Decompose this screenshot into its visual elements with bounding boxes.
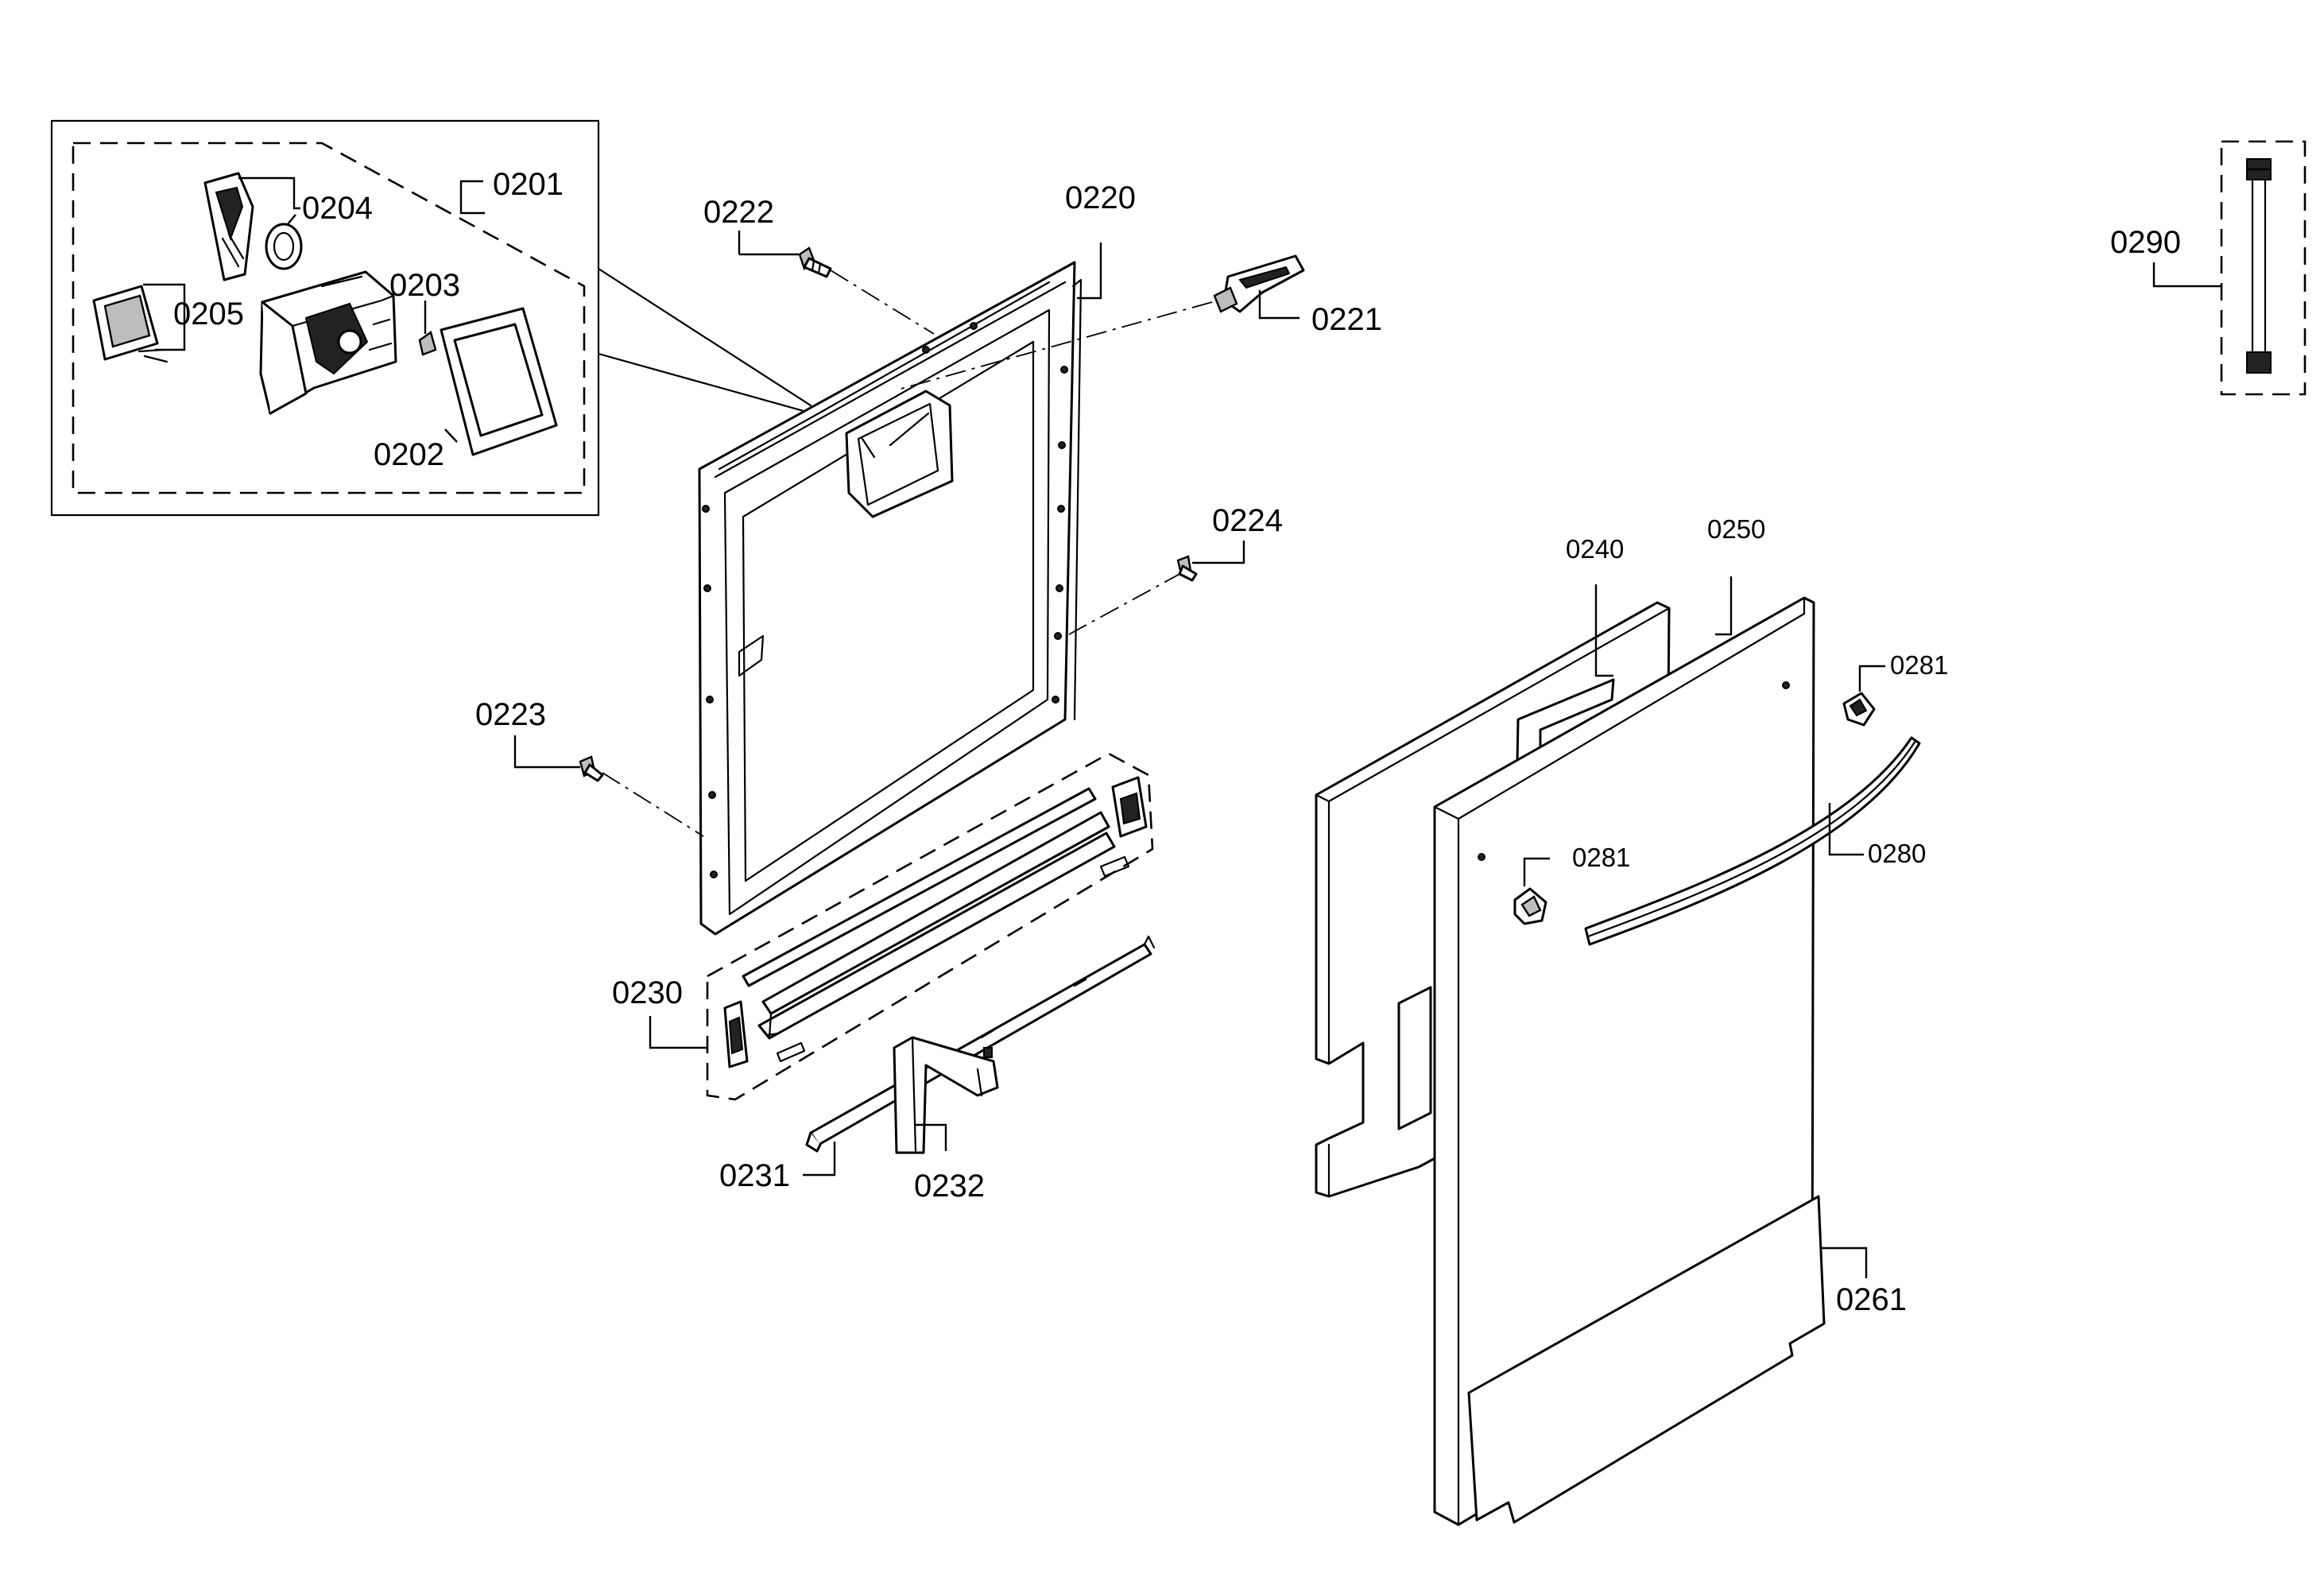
leader-0280 [1828, 803, 1864, 856]
part-0261-kick-plate [1467, 1195, 1826, 1524]
part-0280-handle [1584, 736, 1921, 946]
part-0281-end-cap-upper [1842, 692, 1876, 727]
label-0201: 0201 [493, 167, 564, 202]
label-0204: 0204 [302, 191, 373, 226]
leader-0232 [914, 1123, 947, 1151]
inset-dashed-outline [72, 142, 586, 494]
label-0224: 0224 [1212, 503, 1283, 538]
part-0205-cover-plate [92, 285, 168, 363]
label-0240: 0240 [1566, 534, 1624, 564]
leader-0205 [143, 283, 186, 351]
label-0290: 0290 [2110, 225, 2181, 260]
leader-0221 [1258, 290, 1300, 320]
label-0221: 0221 [1311, 302, 1382, 337]
label-0202: 0202 [374, 437, 444, 472]
label-0230: 0230 [612, 975, 683, 1010]
label-0281-lower: 0281 [1572, 843, 1630, 872]
part-0202-gasket-frame [440, 307, 558, 456]
dispenser-body [259, 270, 397, 415]
inset-outer-frame [50, 119, 600, 517]
leader-0204b [287, 214, 296, 225]
axis-0222 [830, 269, 935, 335]
leader-0204 [238, 176, 300, 210]
leader-0223 [513, 735, 580, 769]
label-0222: 0222 [703, 195, 774, 230]
part-0230-seal-kit [706, 752, 1154, 1101]
part-0223-screw [579, 755, 604, 782]
label-0203: 0203 [389, 268, 460, 303]
leader-0231 [803, 1142, 836, 1177]
leader-0250 [1715, 576, 1733, 636]
leader-0220 [1077, 242, 1102, 300]
inset-projection-line-top [597, 267, 812, 407]
part-0231-lower-rail [805, 935, 1156, 1153]
label-0280: 0280 [1868, 839, 1926, 868]
part-0203-knob [418, 331, 437, 356]
axis-0221 [897, 301, 1213, 390]
axis-0223 [602, 772, 704, 837]
label-0220: 0220 [1065, 180, 1136, 215]
label-0231: 0231 [719, 1158, 790, 1193]
label-0232: 0232 [914, 1169, 985, 1204]
part-0222-screw [798, 246, 832, 278]
part-0290-hose [2220, 140, 2307, 396]
label-0281-upper: 0281 [1890, 650, 1948, 680]
label-0205: 0205 [173, 297, 244, 331]
leader-0290 [2152, 262, 2221, 288]
inset-projection-line-bottom [597, 352, 814, 415]
part-0204-gasket-ring [265, 223, 303, 270]
part-0204-dispenser-lid [203, 172, 254, 281]
leader-0230 [649, 1016, 707, 1049]
label-0250: 0250 [1707, 514, 1765, 544]
label-0223: 0223 [475, 697, 546, 732]
label-0261: 0261 [1836, 1282, 1907, 1317]
leader-0281a [1858, 665, 1885, 692]
part-0224-screw [1176, 555, 1198, 582]
leader-0201 [459, 180, 485, 215]
part-0232-bracket [893, 1036, 999, 1154]
axis-0224 [1068, 572, 1183, 635]
part-0221-door-latch [1213, 254, 1305, 313]
leader-0224 [1192, 541, 1245, 564]
leader-0202 [444, 428, 458, 443]
dispenser-inset [50, 119, 814, 517]
part-0281-end-cap-lower [1513, 887, 1547, 925]
leader-0261 [1822, 1247, 1868, 1278]
seal-kit-dashed-outline [706, 752, 1154, 1101]
leader-0240 [1594, 584, 1613, 677]
leader-0281b [1523, 857, 1550, 886]
part-0220-inner-door [698, 261, 1083, 936]
